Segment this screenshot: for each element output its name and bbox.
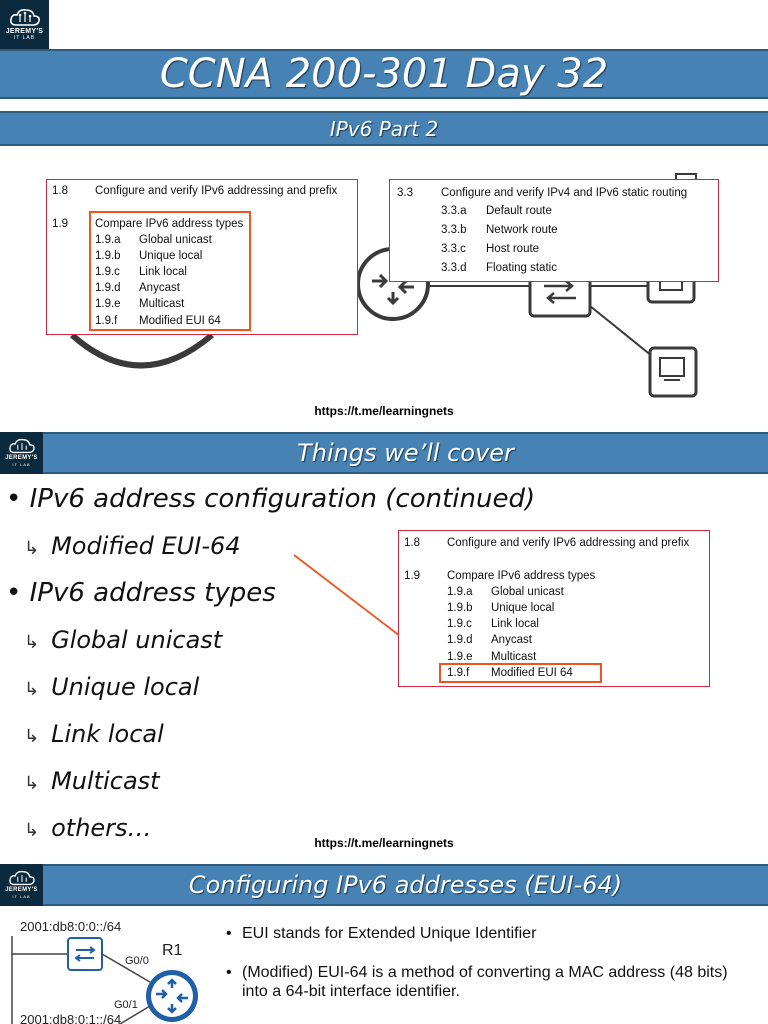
logo-brand: JEREMY'S <box>5 455 38 461</box>
slide3-topology <box>11 936 198 1024</box>
sub-arrow-icon: ↳ <box>24 726 40 747</box>
topic-row: Floating static <box>486 262 557 274</box>
topic-row: 1.9 <box>52 218 68 230</box>
slide3-title-text: Configuring IPv6 addresses (EUI-64) <box>188 871 623 899</box>
topic-row: Global unicast <box>139 234 212 246</box>
slide1-subtitle-text: IPv6 Part 2 <box>329 116 439 141</box>
topic-row: Link local <box>491 618 539 630</box>
logo: JEREMY'S IT LAB <box>0 432 43 474</box>
topic-row: 1.9.a <box>95 234 121 246</box>
topic-row: 1.9.f <box>95 315 118 327</box>
sub-arrow-icon: ↳ <box>24 820 40 841</box>
topic-row: 1.9.c <box>447 618 472 630</box>
logo-sub: IT LAB <box>12 894 31 899</box>
topic-row: Compare IPv6 address types <box>95 218 244 230</box>
highlight-rect <box>439 663 602 683</box>
slide3-title: Configuring IPv6 addresses (EUI-64) <box>43 864 768 906</box>
cloud-circuit-icon <box>8 438 35 454</box>
topic-row: 1.9.a <box>447 586 473 598</box>
interface-label: G0/1 <box>114 999 138 1011</box>
topic-row: Unique local <box>139 250 203 262</box>
topic-row: 1.9 <box>404 570 420 582</box>
logo-sub: IT LAB <box>13 35 36 41</box>
slide2-title-text: Things we’ll cover <box>297 439 514 467</box>
topic-row: Configure and verify IPv6 addressing and… <box>447 537 690 549</box>
slide2-title: Things we’ll cover <box>43 432 768 474</box>
bullet-item: • IPv6 address configuration (continued) <box>6 484 536 514</box>
topic-row: Configure and verify IPv4 and IPv6 stati… <box>441 187 688 199</box>
topic-row: 3.3.a <box>441 205 467 217</box>
topic-row: Unique local <box>491 602 555 614</box>
logo-brand: JEREMY'S <box>5 887 38 893</box>
router-label: R1 <box>162 942 183 959</box>
topic-row: 1.9.f <box>447 667 470 679</box>
topic-row: Anycast <box>139 282 180 294</box>
bullet-item: ↳Global unicast <box>24 626 223 654</box>
footer-link[interactable]: https://t.me/learningnets <box>314 404 454 418</box>
topic-row: Multicast <box>491 651 537 663</box>
slide1-title-text: CCNA 200-301 Day 32 <box>159 51 609 97</box>
topic-row: 3.3 <box>397 187 413 199</box>
network-label: 2001:db8:0:0::/64 <box>20 919 122 934</box>
sub-arrow-icon: ↳ <box>24 773 40 794</box>
exam-topics-box-ipv6: 1.8 Configure and verify IPv6 addressing… <box>46 179 358 335</box>
topic-row: 3.3.c <box>441 243 466 255</box>
exam-topics-box-routing: 3.3 Configure and verify IPv4 and IPv6 s… <box>389 179 719 282</box>
topic-row: Compare IPv6 address types <box>447 570 596 582</box>
bullet-item: ↳Unique local <box>24 673 200 701</box>
topic-row: 1.8 <box>52 185 68 197</box>
topic-row: 1.9.e <box>447 651 473 663</box>
topic-row: 1.9.d <box>447 634 473 646</box>
sub-arrow-icon: ↳ <box>24 632 40 653</box>
topic-row: 1.9.d <box>95 282 121 294</box>
logo: JEREMY'S IT LAB <box>0 0 49 49</box>
pc-icon <box>648 346 698 398</box>
topic-row: 1.9.b <box>95 250 121 262</box>
logo-brand: JEREMY'S <box>5 28 44 35</box>
sub-arrow-icon: ↳ <box>24 679 40 700</box>
topic-row: 1.8 <box>404 537 420 549</box>
switch-icon <box>67 937 103 971</box>
topic-row: 1.9.b <box>447 602 473 614</box>
topic-row: 3.3.d <box>441 262 467 274</box>
topic-row: 3.3.b <box>441 224 467 236</box>
logo-sub: IT LAB <box>12 462 31 467</box>
topic-row: Multicast <box>139 298 185 310</box>
cloud-circuit-icon <box>9 9 40 26</box>
network-label: 2001:db8:0:1::/64 <box>20 1012 122 1024</box>
sub-arrow-icon: ↳ <box>24 538 40 559</box>
cloud-circuit-icon <box>8 870 35 886</box>
interface-label: G0/0 <box>125 955 149 967</box>
exam-topics-box-slide2: 1.8 Configure and verify IPv6 addressing… <box>398 530 710 687</box>
highlight-rect <box>89 211 251 331</box>
slide1-title: CCNA 200-301 Day 32 <box>0 49 768 99</box>
logo: JEREMY'S IT LAB <box>0 864 43 906</box>
bullet-item: ↳others… <box>24 814 152 842</box>
topic-row: 1.9.e <box>95 298 121 310</box>
topic-row: Link local <box>139 266 187 278</box>
bullet-item: ↳Modified EUI-64 <box>24 532 241 560</box>
slide1-subtitle: IPv6 Part 2 <box>0 111 768 146</box>
footer-link[interactable]: https://t.me/learningnets <box>314 836 454 850</box>
bullet-item: • IPv6 address types <box>6 578 276 608</box>
topic-row: Anycast <box>491 634 532 646</box>
bullet-item: • (Modified) EUI-64 is a method of conve… <box>226 964 728 1000</box>
router-icon <box>146 970 198 1022</box>
topic-row: Default route <box>486 205 552 217</box>
topic-row: Network route <box>486 224 558 236</box>
topic-row: Host route <box>486 243 540 255</box>
background-arc <box>69 332 214 369</box>
topic-row: Configure and verify IPv6 addressing and… <box>95 185 338 197</box>
bullet-item: ↳Multicast <box>24 767 160 795</box>
topic-row: Modified EUI 64 <box>491 667 573 679</box>
bullet-item: ↳Link local <box>24 720 164 748</box>
topic-row: 1.9.c <box>95 266 120 278</box>
topic-row: Global unicast <box>491 586 564 598</box>
topic-row: Modified EUI 64 <box>139 315 221 327</box>
